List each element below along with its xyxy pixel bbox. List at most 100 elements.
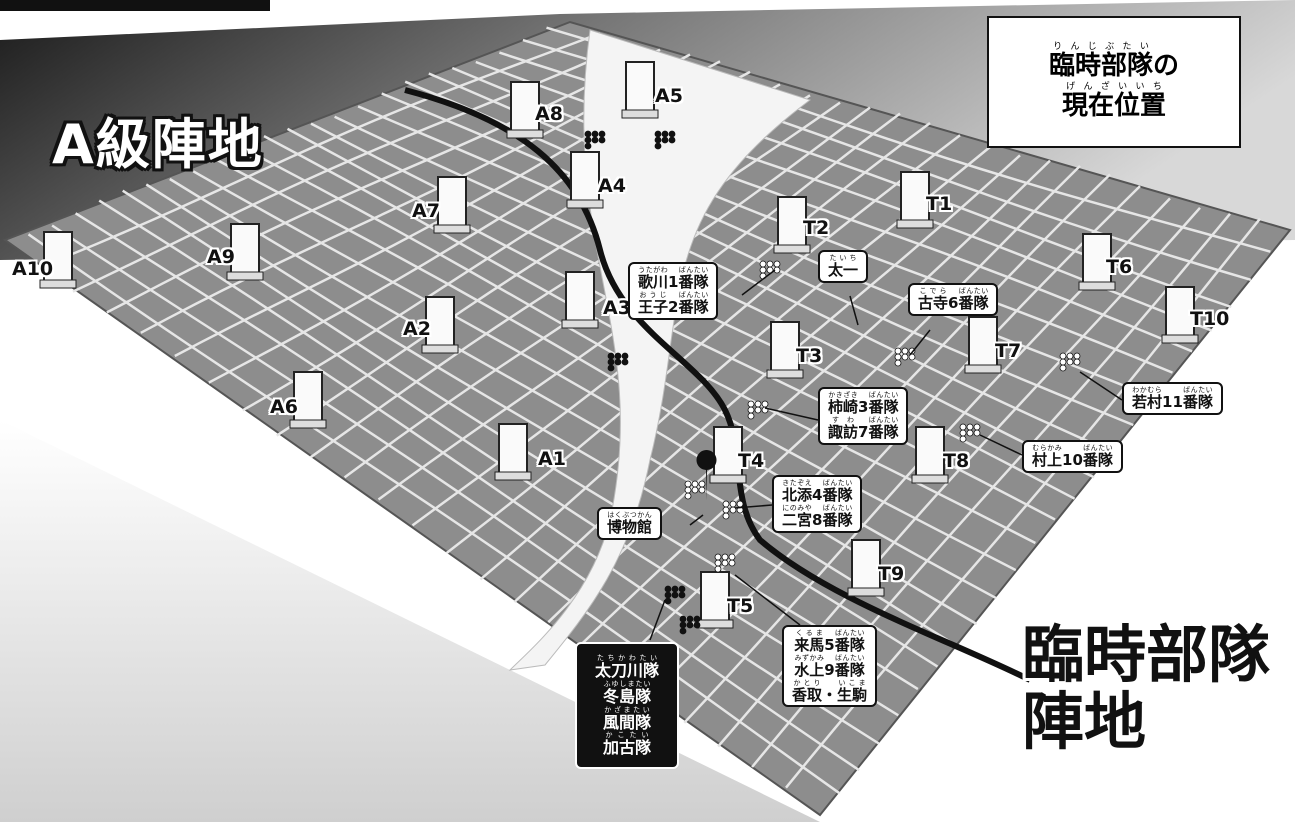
ruby-text: 番隊ばんたい: [678, 291, 709, 316]
unit-dot: [607, 358, 615, 366]
base-text: 番隊: [1082, 451, 1113, 469]
unit-dot: [654, 130, 662, 138]
callout-line: 諏訪すわ7番隊ばんたい: [828, 416, 898, 441]
pillar-a3: [565, 271, 595, 323]
pillar-label-a6: A6: [270, 396, 298, 418]
base-text: 番隊: [822, 510, 853, 529]
furigana: むらかみ: [1032, 444, 1063, 452]
pillar-base: [289, 419, 327, 429]
ruby-text: 臨時部隊りんじぶたい: [1049, 42, 1153, 81]
ruby-text: 二宮にのみや: [782, 504, 812, 529]
unit-dot: [678, 585, 686, 593]
pillar-base: [709, 474, 747, 484]
unit-dot: [691, 480, 699, 488]
unit-dot: [754, 400, 762, 408]
pillar-label-a10: A10: [12, 258, 54, 280]
callout-kodera: 古寺こでら6番隊ばんたい: [908, 283, 999, 316]
ruby-text: 北添きたぞえ: [782, 479, 812, 504]
pillar-label-a1: A1: [538, 448, 566, 470]
base-text: 番隊: [958, 294, 989, 312]
base-text: の: [1153, 51, 1180, 82]
unit-position-dots: [584, 130, 1081, 635]
pillar-base: [433, 224, 471, 234]
unit-dot: [721, 559, 729, 567]
base-text: 番隊: [678, 297, 709, 316]
pillar-t2: [777, 196, 807, 248]
base-text: 8: [812, 510, 823, 529]
ruby-text: 村上むらかみ: [1032, 444, 1062, 469]
pillar-a6: [293, 371, 323, 423]
grid-line: [381, 92, 1134, 427]
unit-dot: [684, 486, 692, 494]
pillar-label-a8: A8: [535, 103, 563, 125]
pillar-base: [421, 344, 459, 354]
unit-dot: [591, 136, 599, 144]
furigana: りんじぶたい: [1048, 42, 1153, 53]
base-text: 柿崎: [828, 398, 859, 416]
unit-dot: [894, 353, 902, 361]
pillar-base: [1078, 281, 1116, 291]
ruby-text: 生駒いこま: [837, 679, 867, 704]
base-text: 加古隊: [603, 738, 652, 758]
callout-line: 若村わかむら11番隊ばんたい: [1132, 386, 1213, 411]
base-text: 諏訪: [828, 422, 859, 441]
unit-dot: [894, 347, 902, 355]
callout-line: 古寺こでら6番隊ばんたい: [918, 287, 988, 312]
unit-dot: [661, 136, 669, 144]
unit-dot: [908, 353, 916, 361]
unit-dot: [598, 130, 606, 138]
base-text: 番隊: [678, 273, 709, 291]
pillar-label-t2: T2: [803, 217, 830, 239]
ruby-text: 番隊ばんたい: [868, 391, 898, 416]
pillar-label-t5: T5: [727, 595, 754, 617]
base-text: 古寺: [918, 294, 949, 312]
base-text: ・: [822, 685, 838, 704]
furigana: ばんたい: [958, 287, 989, 295]
unit-dot: [1073, 358, 1081, 366]
unit-dot: [678, 591, 686, 599]
ruby-text: 柿崎かきざき: [828, 391, 859, 416]
unit-dot: [693, 615, 701, 623]
pillar-label-a9: A9: [207, 246, 235, 268]
base-text: 太一: [828, 261, 859, 279]
base-text: 博物館: [607, 518, 653, 536]
pillar-label-t9: T9: [878, 563, 905, 585]
callout-kakizaki-suwa: 柿崎かきざき3番隊ばんたい諏訪すわ7番隊ばんたい: [818, 387, 909, 445]
base-text: 6: [948, 294, 959, 312]
furigana: はくぶつかん: [607, 511, 653, 519]
unit-dot: [614, 358, 622, 366]
pillar-label-a3: A3: [603, 297, 631, 319]
unit-dot: [698, 480, 706, 488]
grid-line: [27, 233, 841, 795]
ruby-text: 番隊ばんたい: [822, 504, 853, 529]
pillar-label-t1: T1: [926, 193, 953, 215]
pillar-label-t8: T8: [943, 450, 970, 472]
ruby-text: 来馬くるま: [794, 629, 824, 654]
pillar-label-t4: T4: [738, 450, 765, 472]
unit-dot: [747, 412, 755, 420]
unit-dot: [973, 429, 981, 437]
unit-dot: [693, 621, 701, 629]
ruby-text: 番隊ばんたい: [822, 479, 852, 504]
unit-dot: [684, 492, 692, 500]
furigana: かきざき: [828, 391, 859, 399]
grid-line: [547, 159, 1051, 624]
title-line1: 臨時部隊りんじぶたいの: [1049, 42, 1179, 82]
unit-dot: [679, 615, 687, 623]
unit-dot: [584, 130, 592, 138]
pillar-t4: [713, 426, 743, 478]
pillar-t3: [770, 321, 800, 373]
base-text: 番隊: [834, 636, 865, 654]
ruby-text: 太刀川隊たちかわたい: [595, 654, 659, 680]
callout-murakami: 村上むらかみ10番隊ばんたい: [1022, 440, 1123, 473]
base-text: 4: [812, 486, 823, 504]
ruby-text: 王子おうじ: [638, 291, 668, 316]
callout-line: 風間隊かざまたい: [595, 706, 659, 732]
pillar-t7: [968, 316, 998, 368]
unit-dot: [661, 130, 669, 138]
furigana: ふゆしまたい: [603, 679, 652, 688]
unit-dot: [722, 506, 730, 514]
unit-dot: [728, 553, 736, 561]
base-text: 3: [858, 398, 869, 416]
a-class-camp-label: A級陣地: [52, 113, 264, 176]
